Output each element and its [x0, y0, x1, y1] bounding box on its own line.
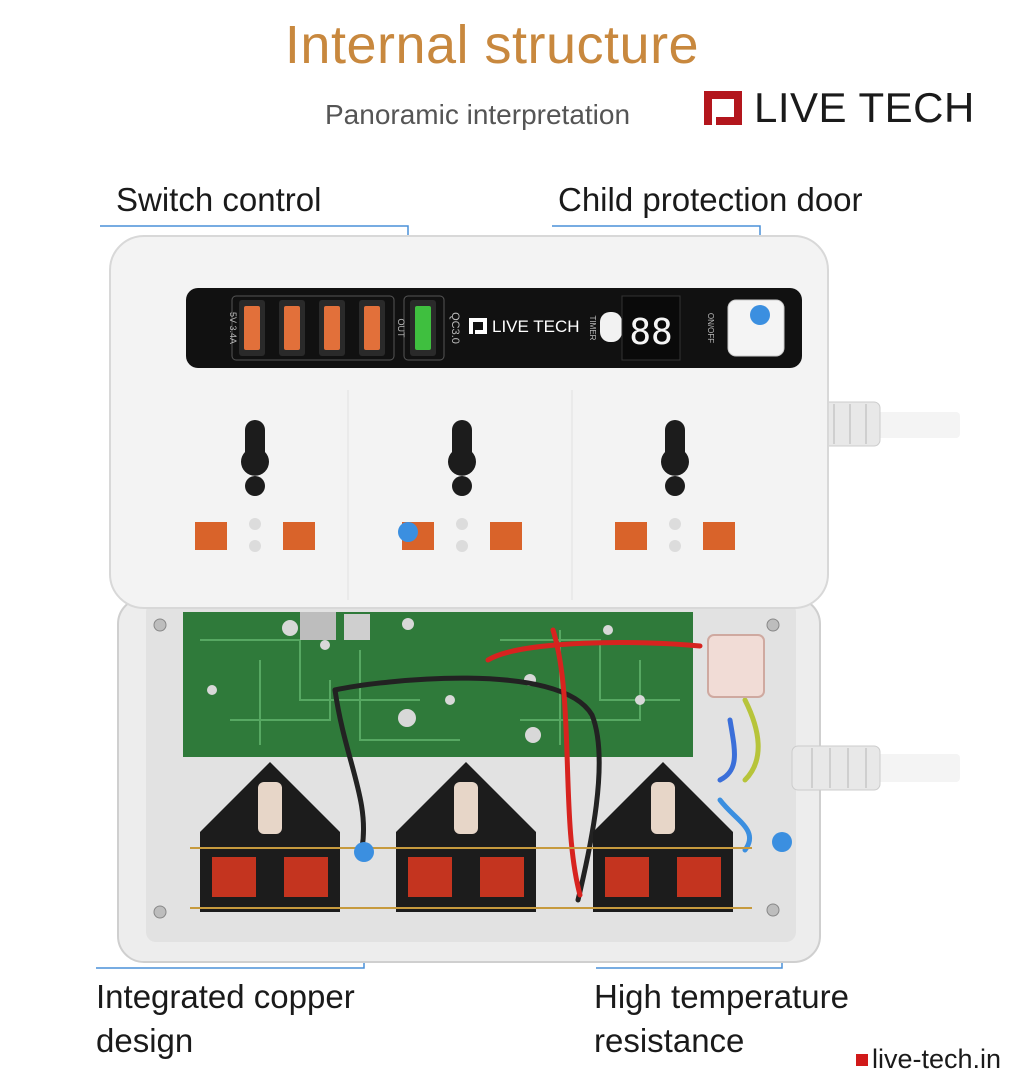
usb-ports	[231, 295, 445, 361]
panel-logo-icon	[469, 318, 487, 334]
usb-out-label: OUT	[396, 319, 406, 339]
control-panel	[186, 288, 802, 368]
socket-inserts	[190, 762, 752, 912]
callout-switch-control: Switch control	[116, 181, 322, 218]
child-protection-dot	[750, 305, 770, 325]
power-cord-upper	[819, 401, 960, 447]
callout-temperature: High temperature resistance	[594, 975, 849, 1063]
power-switch	[727, 299, 785, 357]
internal-wires	[332, 627, 761, 903]
callout-temp-line2: resistance	[594, 1022, 745, 1059]
callout-copper-design: Integrated copper design	[96, 975, 355, 1063]
callout-copper-line2: design	[96, 1022, 194, 1059]
timer-label: TIMER	[588, 316, 597, 341]
led-display	[621, 295, 681, 361]
brand-logo: LIVE TECH	[702, 84, 975, 131]
live-tech-logo-icon	[704, 91, 742, 125]
qc-label: QC3.0	[449, 312, 461, 344]
watermark-square-icon	[856, 1053, 868, 1066]
led-digits: 88	[629, 312, 672, 353]
panel-brand-text: LIVE TECH	[492, 317, 580, 336]
page-subtitle: Panoramic interpretation	[325, 99, 631, 130]
universal-sockets	[195, 420, 735, 552]
callout-temp-line1: High temperature	[594, 978, 849, 1015]
watermark: live-tech.in	[856, 1044, 1001, 1075]
brand-name: LIVE TECH	[754, 84, 975, 131]
copper-design-dot	[354, 842, 374, 862]
temperature-dot	[772, 832, 792, 852]
switch-label: ON/OFF	[706, 313, 715, 343]
callout-dots	[354, 305, 792, 862]
pcb-right	[485, 612, 693, 757]
callout-copper-line1: Integrated copper	[96, 978, 355, 1015]
callout-child-protection: Child protection door	[558, 181, 863, 218]
pcb-left	[183, 612, 485, 757]
timer-button	[600, 312, 622, 342]
indicator-housing	[707, 634, 765, 698]
page-title: Internal structure	[284, 15, 700, 75]
watermark-text: live-tech.in	[872, 1044, 1002, 1074]
usb-rating-label: 5V 3.4A	[228, 312, 238, 344]
switch-control-dot	[398, 522, 418, 542]
power-cord-lower	[791, 745, 960, 791]
